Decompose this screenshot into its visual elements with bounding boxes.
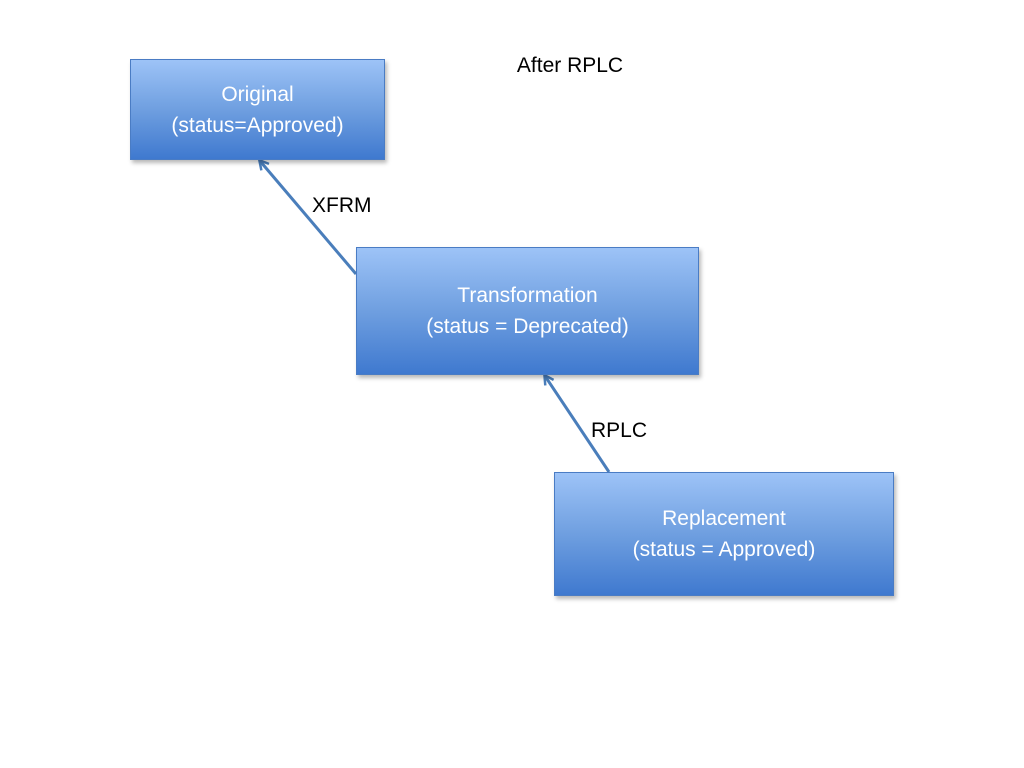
node-original-status: (status=Approved): [171, 113, 344, 137]
diagram-title: After RPLC: [516, 54, 624, 77]
node-replacement: Replacement (status = Approved): [554, 472, 894, 596]
node-replacement-status: (status = Approved): [632, 538, 816, 561]
xfrm-edge-label: XFRM: [312, 194, 372, 217]
node-original: Original (status=Approved): [130, 59, 385, 160]
node-replacement-name: Replacement: [662, 507, 786, 530]
node-transformation-status: (status = Deprecated): [426, 315, 629, 338]
rplc-arrow: [545, 376, 611, 473]
node-original-name: Original: [221, 82, 294, 106]
xfrm-arrow: [260, 161, 358, 275]
rplc-edge-label: RPLC: [591, 419, 648, 442]
node-transformation-name: Transformation: [457, 284, 598, 307]
node-transformation: Transformation (status = Deprecated): [356, 247, 699, 375]
